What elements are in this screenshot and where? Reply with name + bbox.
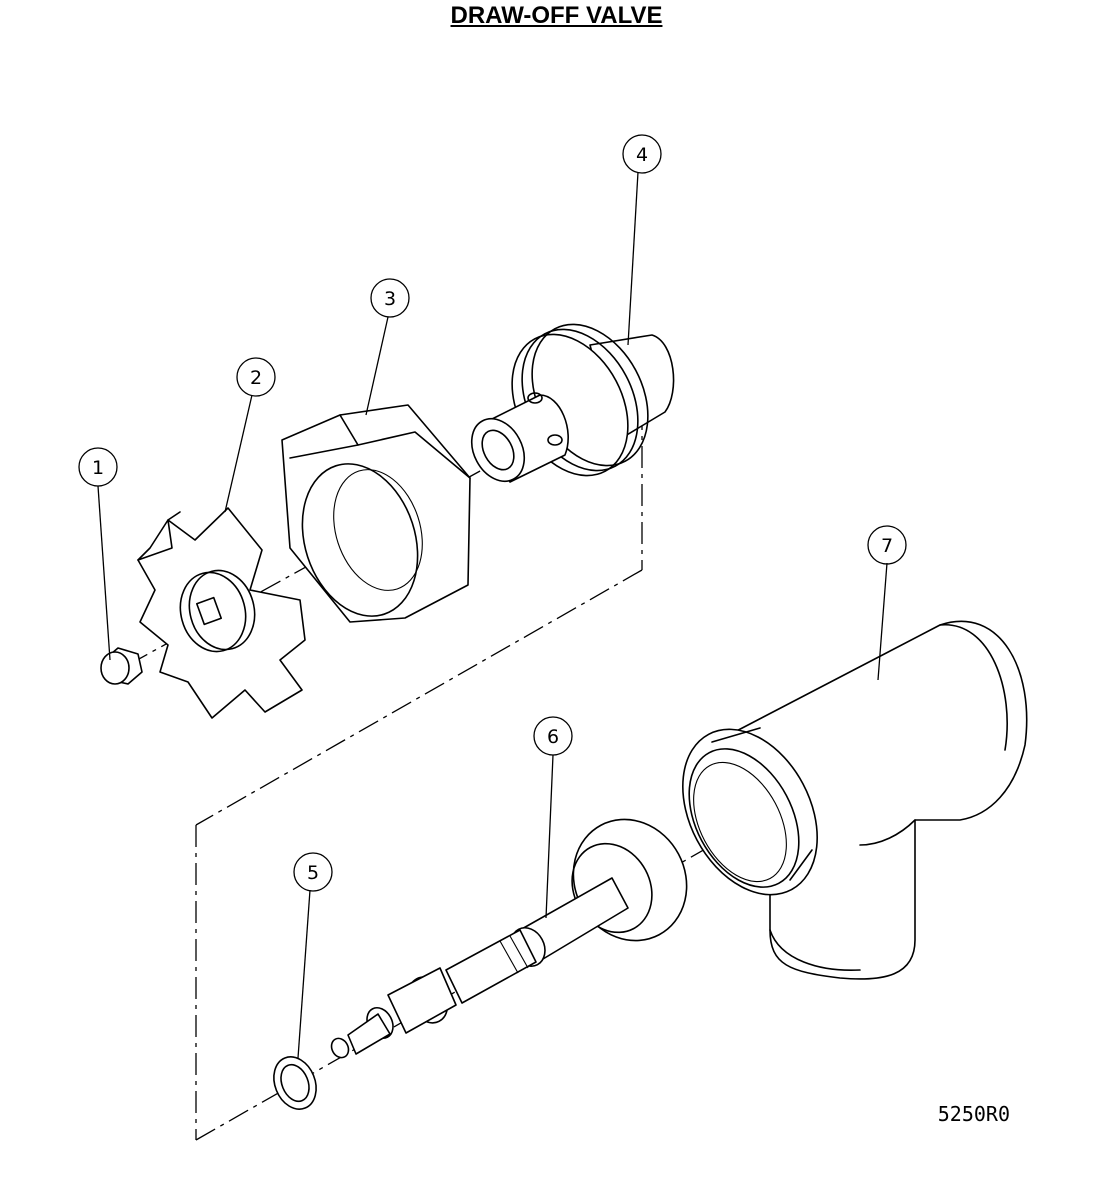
leader-lines xyxy=(97,171,888,1059)
drawing-title: DRAW-OFF VALVE xyxy=(450,2,663,29)
part-4-bonnet xyxy=(470,323,675,483)
part-5-o-ring xyxy=(273,1056,317,1110)
callout-4-number: 4 xyxy=(636,144,648,166)
part-1-cap-nut xyxy=(100,647,143,685)
callout-6: 6 xyxy=(533,716,573,756)
callout-3-number: 3 xyxy=(384,288,396,310)
part-6-valve-stem xyxy=(330,818,688,1059)
callout-5-number: 5 xyxy=(307,862,319,884)
part-3-hex-nut xyxy=(281,404,471,623)
callout-4: 4 xyxy=(622,134,662,174)
callout-1-number: 1 xyxy=(92,457,104,479)
part-2-star-handle xyxy=(137,507,306,719)
callout-3: 3 xyxy=(370,278,410,318)
callout-1: 1 xyxy=(78,447,118,487)
drawing-number: 5250R0 xyxy=(938,1102,1010,1126)
callout-5: 5 xyxy=(293,852,333,892)
callout-2-number: 2 xyxy=(250,367,262,389)
callout-7-number: 7 xyxy=(881,535,893,557)
callout-6-number: 6 xyxy=(547,726,559,748)
part-7-tee-body xyxy=(682,620,1028,980)
callout-7: 7 xyxy=(867,525,907,565)
callout-2: 2 xyxy=(236,357,276,397)
